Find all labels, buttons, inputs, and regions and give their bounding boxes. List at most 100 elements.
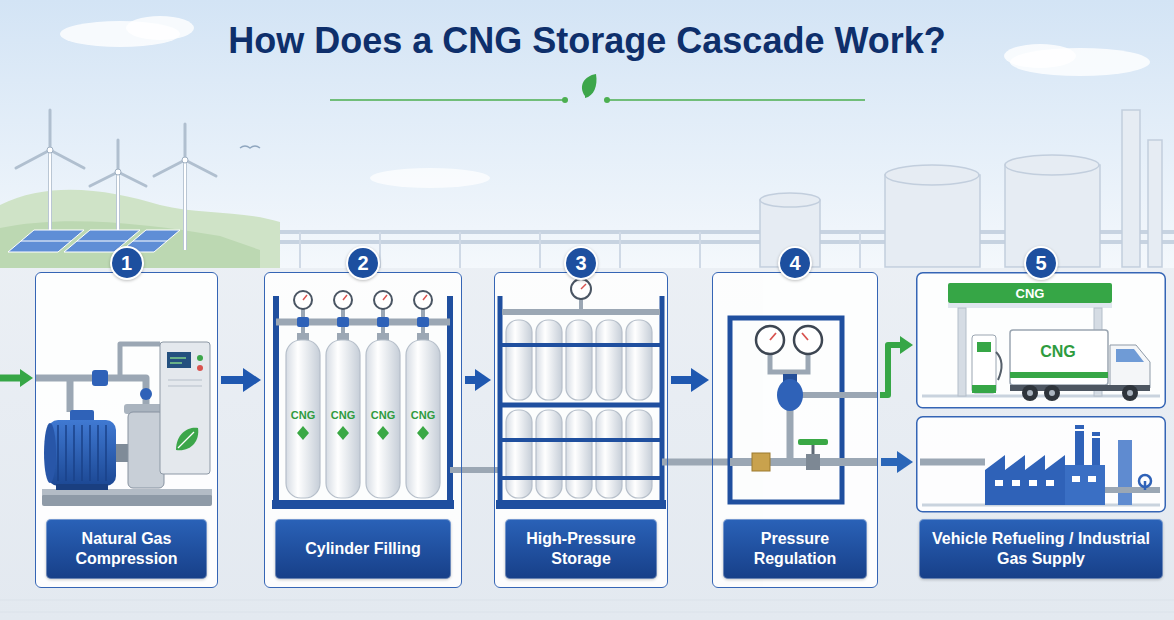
factory-illustration bbox=[985, 455, 1065, 505]
factory-illustration bbox=[1072, 476, 1080, 482]
scenery bbox=[760, 110, 1162, 267]
factory-illustration bbox=[1029, 480, 1037, 486]
step-number-badge: 5 bbox=[1024, 246, 1058, 280]
regulator-illustration bbox=[770, 354, 808, 372]
step-panel: 1Natural Gas Compression bbox=[35, 272, 218, 588]
station-illustration bbox=[1122, 385, 1138, 401]
scenery bbox=[184, 160, 186, 250]
scenery bbox=[183, 160, 187, 250]
compressor-illustration bbox=[178, 432, 194, 448]
regulator-illustration bbox=[798, 439, 828, 445]
step-label-box: High-Pressure Storage bbox=[505, 519, 657, 579]
factory-illustration bbox=[920, 425, 1160, 505]
station-illustration bbox=[996, 352, 1002, 380]
storage-bank-illustration bbox=[500, 345, 662, 478]
panel-five-boxes bbox=[917, 417, 1166, 512]
storage-bank-illustration bbox=[581, 284, 586, 289]
station-illustration bbox=[1010, 330, 1108, 385]
scenery bbox=[182, 157, 188, 163]
flow-arrow bbox=[221, 376, 252, 384]
step-label: Pressure Regulation bbox=[723, 529, 867, 569]
regulator-illustration bbox=[730, 318, 878, 502]
storage-bank-illustration bbox=[536, 320, 562, 400]
illustration-label: CNG bbox=[371, 409, 395, 421]
flow-arrow bbox=[465, 376, 483, 384]
scenery bbox=[370, 168, 490, 188]
filling-rack-illustration bbox=[276, 296, 450, 506]
scenery bbox=[1122, 110, 1140, 267]
filling-rack-illustration bbox=[272, 291, 500, 509]
scenery bbox=[47, 147, 53, 153]
step-label: Natural Gas Compression bbox=[46, 529, 207, 569]
step-number-badge: 3 bbox=[564, 246, 598, 280]
compressor-illustration bbox=[167, 352, 191, 368]
scenery bbox=[1004, 44, 1076, 68]
compressor-illustration bbox=[44, 423, 56, 483]
panel-ground bbox=[35, 272, 878, 588]
illustration-label: CNG bbox=[291, 409, 315, 421]
illustration-label-wrap: CNG bbox=[411, 405, 435, 423]
station-illustration bbox=[1044, 385, 1060, 401]
panel-five-boxes bbox=[917, 273, 1166, 408]
compressor-illustration bbox=[197, 355, 203, 361]
storage-bank-illustration bbox=[662, 459, 730, 466]
filling-rack-illustration bbox=[417, 426, 429, 440]
station-illustration bbox=[972, 385, 996, 393]
illustration-label-wrap: CNG bbox=[1040, 343, 1076, 361]
compressor-illustration bbox=[48, 420, 116, 486]
station-illustration bbox=[1127, 390, 1133, 396]
storage-bank-illustration bbox=[579, 298, 583, 312]
filling-rack-illustration bbox=[297, 426, 309, 440]
scenery bbox=[0, 0, 1174, 268]
compressor-illustration bbox=[42, 494, 212, 506]
filling-rack-illustration bbox=[326, 340, 360, 498]
flow-arrow bbox=[880, 345, 907, 395]
filling-rack-illustration bbox=[272, 500, 454, 509]
compressor-illustration bbox=[168, 380, 202, 386]
scenery bbox=[1005, 155, 1099, 175]
flow-arrow bbox=[671, 376, 700, 384]
regulator-illustration bbox=[800, 392, 878, 398]
filling-rack-illustration bbox=[337, 317, 349, 327]
storage-bank-illustration bbox=[596, 410, 622, 498]
scenery bbox=[760, 193, 820, 207]
scenery bbox=[21, 241, 167, 242]
step-number: 4 bbox=[789, 253, 800, 273]
panel-ground bbox=[264, 272, 462, 588]
storage-bank-illustration bbox=[566, 410, 592, 498]
compressor-illustration bbox=[36, 342, 212, 506]
station-illustration bbox=[1022, 385, 1138, 401]
scenery bbox=[0, 375, 22, 382]
storage-bank-illustration bbox=[626, 320, 652, 400]
step-number-badge: 4 bbox=[778, 246, 812, 280]
factory-illustration bbox=[1012, 480, 1020, 486]
panel-ground bbox=[712, 272, 878, 588]
step-label-box: Natural Gas Compression bbox=[46, 519, 207, 579]
step-number-badge: 1 bbox=[110, 246, 144, 280]
scenery bbox=[90, 140, 146, 186]
filling-rack-illustration bbox=[303, 308, 423, 340]
station-illustration bbox=[1027, 390, 1033, 396]
storage-bank-illustration bbox=[496, 500, 666, 509]
station-illustration bbox=[1027, 390, 1133, 396]
panel-ground bbox=[35, 272, 218, 588]
illustration-label: CNG bbox=[1016, 286, 1045, 301]
step-label: Vehicle Refueling / Industrial Gas Suppl… bbox=[919, 529, 1163, 569]
storage-bank-illustration bbox=[626, 410, 652, 498]
station-illustration bbox=[948, 283, 1112, 303]
factory-illustration bbox=[1088, 476, 1096, 482]
storage-bank-illustration bbox=[571, 279, 591, 299]
station-illustration bbox=[1110, 345, 1150, 388]
filling-rack-illustration bbox=[297, 317, 309, 327]
step-label-box: Pressure Regulation bbox=[723, 519, 867, 579]
step-number: 5 bbox=[1035, 253, 1046, 273]
scenery bbox=[126, 16, 194, 40]
page-title: How Does a CNG Storage Cascade Work? bbox=[228, 20, 946, 62]
compressor-illustration bbox=[140, 388, 152, 400]
compressor-illustration bbox=[128, 412, 164, 488]
illustration-label-wrap: CNG bbox=[291, 405, 315, 423]
factory-illustration bbox=[1046, 480, 1054, 486]
